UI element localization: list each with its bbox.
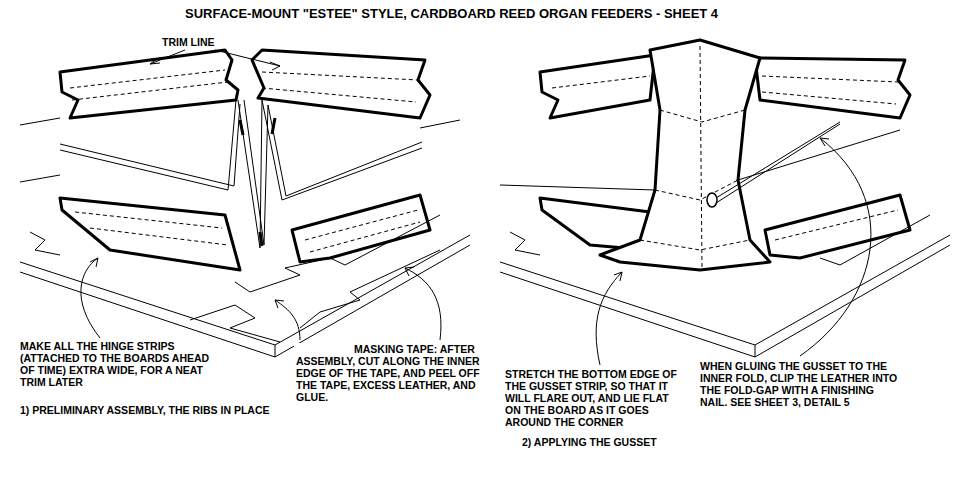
note-text: WHEN GLUING THE GUSSET TO THE INNER FOLD… <box>698 360 902 408</box>
left-assembly <box>20 50 470 357</box>
figure-caption: 1) PRELIMINARY ASSEMBLY, THE RIBS IN PLA… <box>18 404 272 416</box>
note-text: MASKING TAPE: AFTER ASSEMBLY, CUT ALONG … <box>294 343 488 403</box>
part-label: TRIM LINE <box>160 36 217 48</box>
note-text: STRETCH THE BOTTOM EDGE OF THE GUSSET ST… <box>503 368 685 428</box>
sheet-title: SURFACE-MOUNT "ESTEE" STYLE, CARDBOARD R… <box>185 6 718 21</box>
figure-caption: 2) APPLYING THE GUSSET <box>520 436 659 448</box>
note-text: MAKE ALL THE HINGE STRIPS (ATTACHED TO T… <box>18 340 212 388</box>
right-assembly <box>500 40 950 365</box>
